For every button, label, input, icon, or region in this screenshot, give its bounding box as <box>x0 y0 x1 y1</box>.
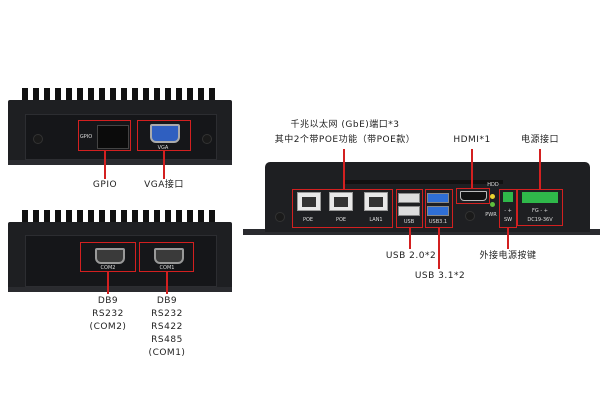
poe2-port <box>329 192 353 211</box>
com2-leader-line <box>107 272 109 294</box>
usb31-leader-line <box>438 228 440 269</box>
usb31-callout: USB 3.1*2 <box>414 271 466 281</box>
screw <box>275 212 285 222</box>
gpio-port-label: GPIO <box>79 134 93 140</box>
com1-callout: DB9 RS232 RS422 RS485 (COM1) <box>149 295 186 360</box>
callout-line: RS232 <box>151 309 183 319</box>
power-callout-box <box>517 189 563 226</box>
com2-callout-box <box>80 242 136 272</box>
hdmi-port <box>460 191 487 201</box>
lan-callout-box <box>292 189 393 228</box>
pwr-label: PWR <box>485 212 497 218</box>
gpio-callout-box <box>78 120 131 151</box>
com2-callout: DB9 RS232 (COM2) <box>90 295 127 334</box>
heatsink-fins <box>22 88 220 102</box>
hdmi-leader-line <box>471 149 473 188</box>
com1-callout-box <box>139 242 194 272</box>
mounting-flange <box>243 229 600 235</box>
usb-port-label: USB <box>403 219 415 225</box>
sw-polarity: - + <box>504 208 512 214</box>
power-callout: 电源接口 <box>520 135 560 145</box>
callout-line: DB9 <box>156 296 178 306</box>
screw <box>202 134 212 144</box>
vga-callout: VGA接口 <box>144 180 184 190</box>
callout-line: DB9 <box>97 296 119 306</box>
vent-slot <box>343 180 503 184</box>
sw-callout: 外接电源按键 <box>479 251 537 261</box>
callout-line: (COM1) <box>148 348 186 358</box>
usb20-callout: USB 2.0*2 <box>385 251 437 261</box>
power-polarity: FG - + <box>532 208 548 214</box>
lan-leader-line <box>343 149 345 189</box>
usb20-callout-box <box>396 189 423 228</box>
lan-callout-line2: 其中2个带POE功能（带POE款） <box>274 135 416 145</box>
heatsink-fins <box>22 210 220 224</box>
sw-port-label: SW <box>503 217 513 223</box>
usb31-callout-box <box>425 189 453 228</box>
gpio-connector <box>97 125 129 149</box>
vga-leader-line <box>163 151 165 179</box>
lan1-port <box>364 192 388 211</box>
sw-callout-box <box>499 189 517 228</box>
com1-connector <box>154 248 184 264</box>
callout-line: RS422 <box>151 322 183 332</box>
com1-leader-line <box>166 272 168 294</box>
screw <box>465 211 475 221</box>
power-leader-line <box>539 149 541 189</box>
vga-connector <box>150 124 180 143</box>
hdd-led <box>490 194 495 199</box>
callout-line: RS232 <box>92 309 124 319</box>
com2-port-label: COM2 <box>100 265 116 271</box>
power-switch-terminal <box>503 192 513 202</box>
gpio-leader-line <box>104 151 106 179</box>
poe1-port-label: POE <box>302 217 314 223</box>
hdmi-callout-box <box>456 188 490 204</box>
com1-port-label: COM1 <box>159 265 175 271</box>
usb20-port <box>398 206 420 216</box>
screw <box>33 134 43 144</box>
usb31-port <box>427 206 449 216</box>
lan-callout-line1: 千兆以太网 (GbE)端口*3 <box>290 120 400 130</box>
com2-connector <box>95 248 125 264</box>
hdmi-callout: HDMI*1 <box>453 135 491 145</box>
power-range: DC19-36V <box>527 217 553 223</box>
poe1-port <box>297 192 321 211</box>
sw-leader-line <box>507 228 509 249</box>
hdd-label: HDD <box>487 182 499 188</box>
pwr-led <box>490 202 495 207</box>
usb31-port <box>427 193 449 203</box>
base-plate <box>8 287 232 292</box>
gpio-callout: GPIO <box>92 180 118 190</box>
usb20-leader-line <box>409 228 411 249</box>
callout-line: (COM2) <box>89 322 127 332</box>
usb31-port-label: USB3.1 <box>428 219 448 225</box>
callout-line: RS485 <box>151 335 183 345</box>
vga-port-label: VGA <box>157 145 169 151</box>
poe2-port-label: POE <box>335 217 347 223</box>
lan1-port-label: LAN1 <box>369 217 383 223</box>
base-plate <box>8 160 232 165</box>
vga-callout-box <box>137 120 191 151</box>
usb20-port <box>398 193 420 203</box>
power-terminal <box>522 192 558 203</box>
